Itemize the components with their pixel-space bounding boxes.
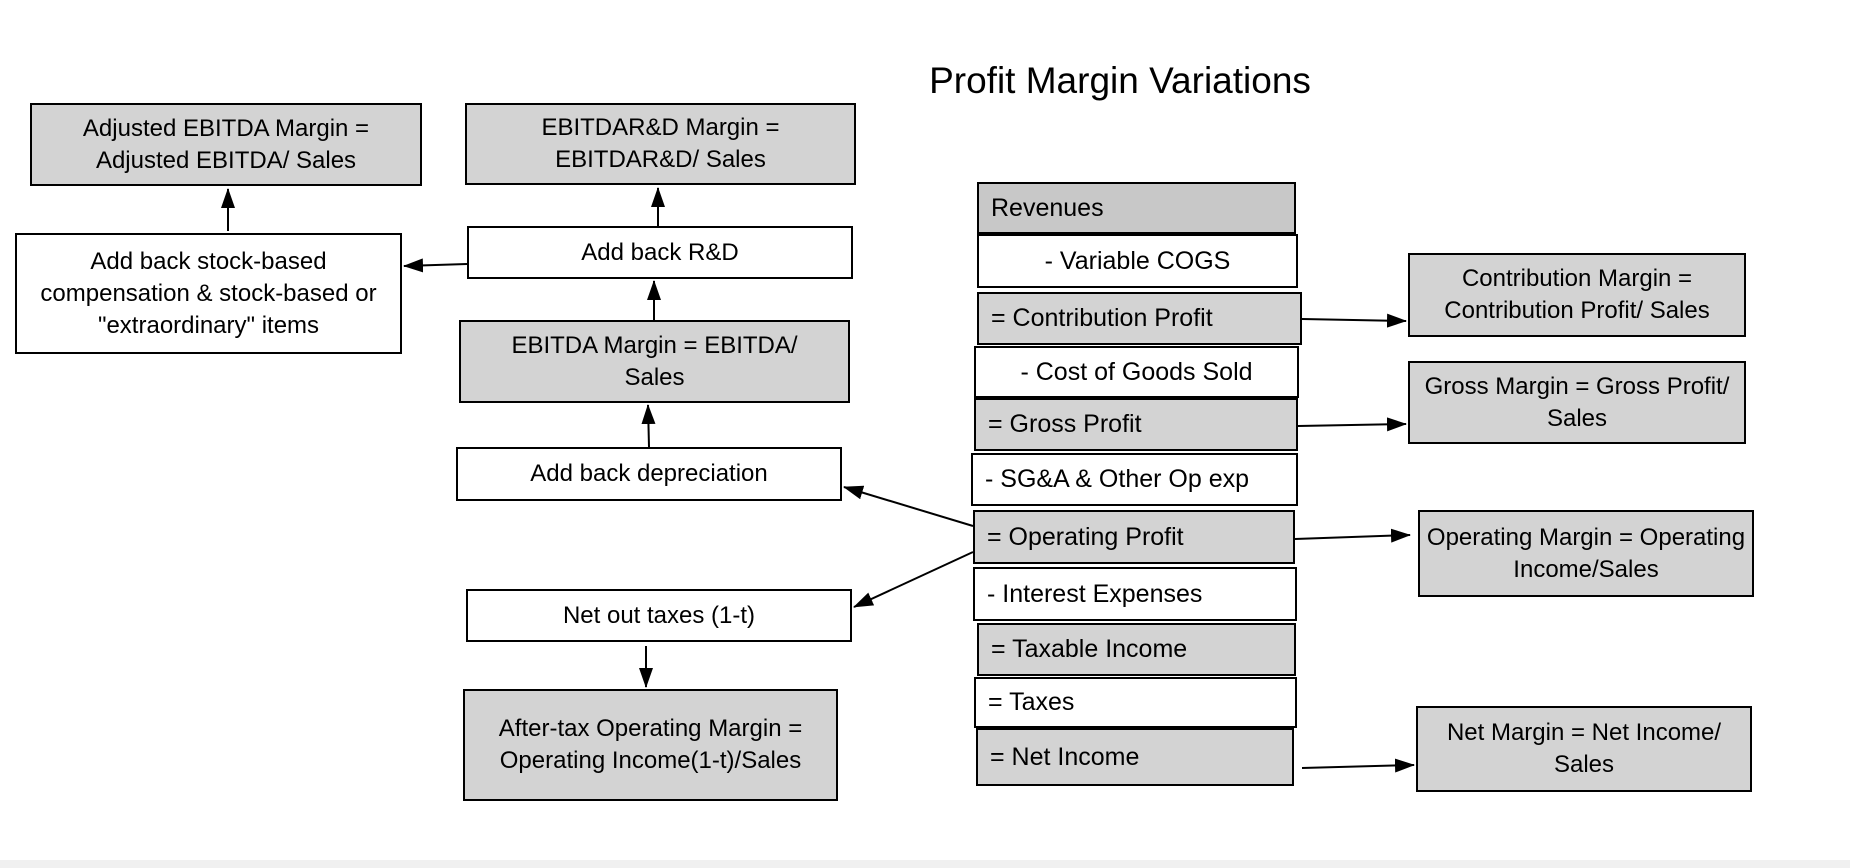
- arrow-to-stock-comp: [403, 258, 468, 273]
- sga-other-op-exp-row: - SG&A & Other Op exp: [971, 453, 1298, 506]
- net-income-row: = Net Income: [976, 728, 1294, 786]
- operating-profit-row: = Operating Profit: [973, 510, 1295, 564]
- taxes-row: = Taxes: [974, 677, 1297, 728]
- gross-margin-box: Gross Margin = Gross Profit/ Sales: [1408, 361, 1746, 444]
- net-margin-box: Net Margin = Net Income/ Sales: [1416, 706, 1752, 792]
- operating-margin-box: Operating Margin = Operating Income/Sale…: [1418, 510, 1754, 597]
- adjusted-ebitda-margin-box: Adjusted EBITDA Margin = Adjusted EBITDA…: [30, 103, 422, 186]
- interest-expenses-row: - Interest Expenses: [973, 567, 1297, 621]
- bottom-band: [0, 860, 1850, 868]
- after-tax-operating-margin-box: After-tax Operating Margin = Operating I…: [463, 689, 838, 801]
- revenues-row: Revenues: [977, 182, 1296, 234]
- arrow-to-operating-margin: [1294, 528, 1411, 543]
- taxable-income-row: = Taxable Income: [977, 623, 1296, 676]
- arrow-to-add-back-depreciation: [843, 485, 974, 527]
- arrow-to-net-margin: [1301, 758, 1415, 773]
- net-out-taxes-box: Net out taxes (1-t): [466, 589, 852, 642]
- arrow-to-gross-margin: [1297, 417, 1407, 432]
- arrow-to-net-out-taxes: [853, 551, 974, 608]
- diagram-title: Profit Margin Variations: [929, 60, 1311, 101]
- ebitdard-margin-box: EBITDAR&D Margin = EBITDAR&D/ Sales: [465, 103, 856, 185]
- variable-cogs-row: - Variable COGS: [977, 234, 1298, 288]
- arrow-to-contribution-margin: [1301, 313, 1407, 328]
- gross-profit-row: = Gross Profit: [974, 398, 1298, 451]
- add-back-rd-box: Add back R&D: [467, 226, 853, 279]
- contribution-profit-row: = Contribution Profit: [977, 292, 1302, 345]
- contribution-margin-box: Contribution Margin = Contribution Profi…: [1408, 253, 1746, 337]
- add-back-depreciation-box: Add back depreciation: [456, 447, 842, 501]
- cost-of-goods-sold-row: - Cost of Goods Sold: [974, 346, 1299, 398]
- add-back-stock-comp-box: Add back stock-based compensation & stoc…: [15, 233, 402, 354]
- arrow-to-ebitda-margin: [641, 404, 656, 448]
- ebitda-margin-box: EBITDA Margin = EBITDA/ Sales: [459, 320, 850, 403]
